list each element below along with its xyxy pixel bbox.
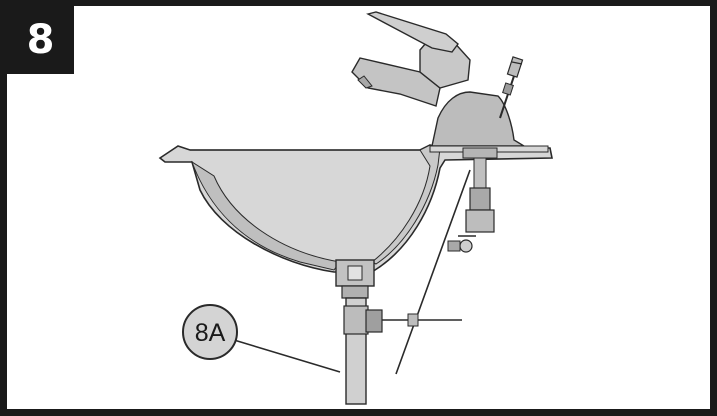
sink-basin-icon (158, 144, 553, 273)
step-number-badge: 8 (7, 6, 74, 74)
lift-rod-icon (499, 56, 524, 119)
faucet-shank-icon (395, 147, 498, 375)
callout-label: 8A (195, 319, 226, 347)
step-number: 8 (26, 17, 55, 63)
callout-8a: 8A (182, 304, 341, 373)
faucet-icon (351, 11, 549, 153)
drain-pipe-icon (335, 259, 462, 405)
